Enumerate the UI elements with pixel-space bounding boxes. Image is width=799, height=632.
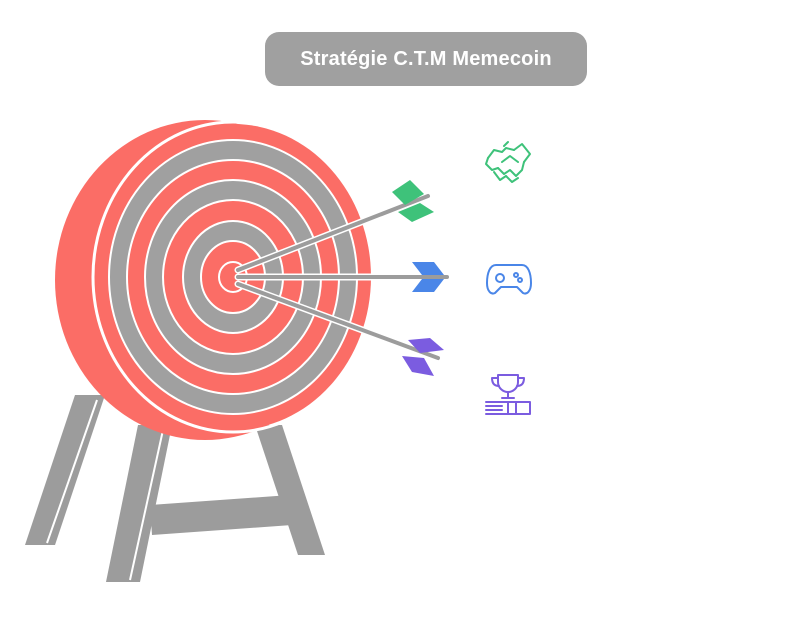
trophy-icon: [485, 374, 531, 415]
arrow-purple: [234, 280, 444, 376]
gamepad-icon: [486, 264, 532, 295]
arrow-green: [234, 180, 434, 274]
arrow-blue: [234, 262, 451, 292]
page-title: Stratégie C.T.M Memecoin: [265, 32, 587, 86]
handshake-icon: [485, 141, 531, 183]
target-stand: [25, 395, 325, 582]
target-board: [55, 120, 375, 440]
